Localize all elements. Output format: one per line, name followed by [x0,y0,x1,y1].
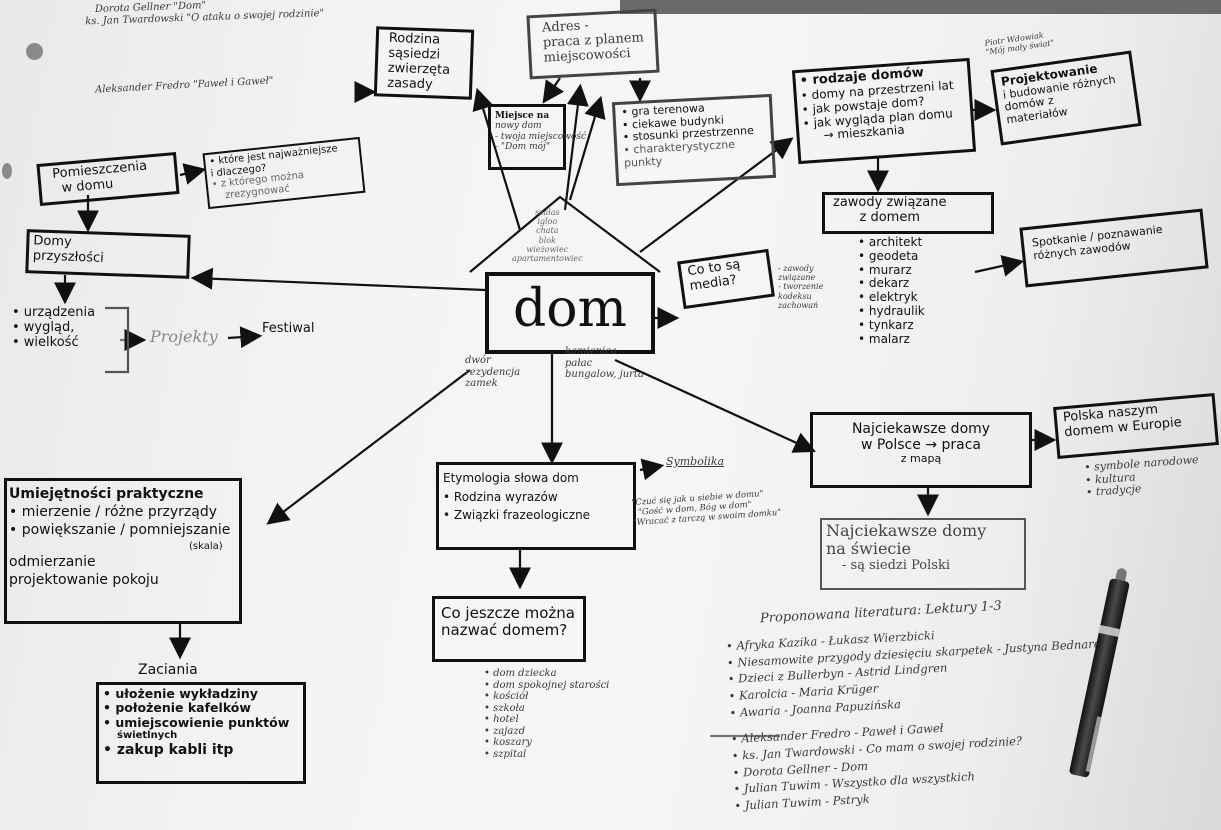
line-to-przyszlosci [190,267,486,292]
house-roof [469,195,661,273]
line-to-miejsce [568,95,606,201]
projekty-label: Projekty [150,327,218,346]
co-list: • dom dziecka• dom spokojnej starości• k… [484,668,610,760]
center-word: dom [513,279,627,339]
binder-hole [26,43,43,60]
line-zawody-spotkanie [974,255,1025,277]
line-etym-symbolika [639,458,665,481]
bracket [105,306,130,374]
urzadzenia-list: • urządzenia• wygląd,• wielkość [12,305,96,350]
line-to-adres [563,83,589,211]
zawody-list: • architekt• geodeta• murarz• dekarz• el… [858,235,925,346]
line-adres-miejsce [542,77,565,104]
line-to-umiejetnosci [266,369,471,525]
festiwal-label: Festiwal [262,321,315,336]
rodzaje-box: • rodzaje domów• domy na przestrzeni lat… [791,57,977,165]
zaclania-title: Zaciania [138,662,198,678]
line-projekty-festiwal [227,326,263,349]
etymologia-text: Etymologia słowa dom• Rodzina wyrazów• Z… [443,471,591,523]
umiejetnosci-box: Umiejętności praktyczne• mierzenie / róż… [4,478,242,624]
gra-box: • gra terenowa• ciekawe budynki• stosunk… [611,93,777,187]
binder-hole [2,163,12,179]
line-to-rodzaje [639,137,794,253]
gra-text: • gra terenowa• ciekawe budynki• stosunk… [621,101,755,170]
rodzaje-text: • rodzaje domów• domy na przestrzeni lat… [799,65,955,143]
center-box: dom [485,272,655,354]
line-to-rodzina [472,87,522,231]
polska-list: • symbole narodowe• kultura• tradycje [1083,453,1199,500]
table-edge [620,0,1221,14]
literature-list: • Afryka Kazika - Łukasz Wierzbicki • Ni… [725,628,1108,813]
symbolika-label: Symbolika [666,455,725,468]
zaclania-box: • ułożenie wykładziny• położenie kafelkó… [96,682,306,784]
etymologia-box: Etymologia słowa dom• Rodzina wyrazów• Z… [436,462,636,550]
umiejetnosci-text: Umiejętności praktyczne• mierzenie / róż… [9,486,231,588]
line-pomieszczenia-ktore [179,163,207,185]
line-to-najciekawsze [614,358,817,453]
zaclania-list: • ułożenie wykładziny• położenie kafelkó… [103,686,290,758]
